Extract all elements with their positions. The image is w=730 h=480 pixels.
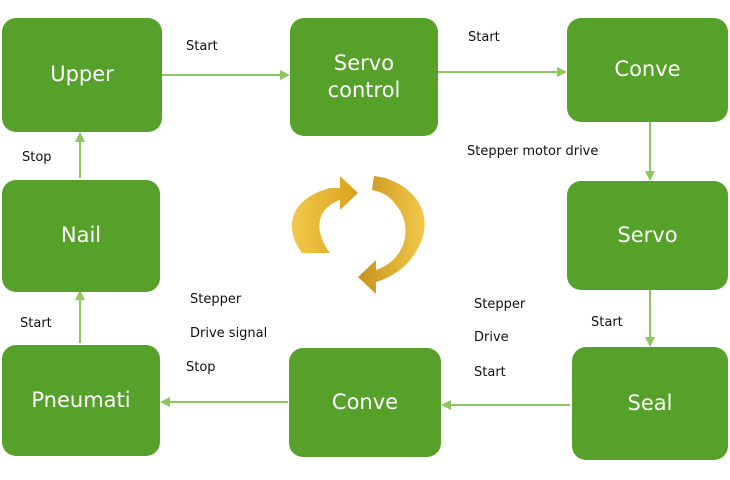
node-conve-top: Conve bbox=[567, 18, 728, 122]
label-drive-right: Drive bbox=[474, 330, 509, 345]
label-start-servo-seal: Start bbox=[591, 315, 623, 330]
label-start-servo-conve: Start bbox=[468, 30, 500, 45]
node-upper: Upper bbox=[2, 18, 162, 132]
node-seal: Seal bbox=[572, 347, 728, 460]
node-conve-bottom: Conve bbox=[289, 348, 441, 457]
node-servo: Servo bbox=[567, 181, 728, 290]
cycle-arrows-icon bbox=[291, 176, 425, 294]
label-start-upper-servo: Start bbox=[186, 39, 218, 54]
label-stepper-left: Stepper bbox=[190, 292, 242, 307]
label-start-pneumati-nail: Start bbox=[20, 316, 52, 331]
label-stepper-motor-drive: Stepper motor drive bbox=[467, 144, 599, 159]
label-stop-nail-upper: Stop bbox=[22, 150, 52, 165]
node-servo-control: Servo control bbox=[290, 18, 438, 136]
label-start-right: Start bbox=[474, 365, 506, 380]
label-stepper-right: Stepper bbox=[474, 297, 526, 312]
label-drive-signal: Drive signal bbox=[190, 326, 268, 341]
node-nail: Nail bbox=[2, 180, 160, 292]
label-stop-left: Stop bbox=[186, 360, 216, 375]
node-pneumati: Pneumati bbox=[2, 345, 160, 456]
